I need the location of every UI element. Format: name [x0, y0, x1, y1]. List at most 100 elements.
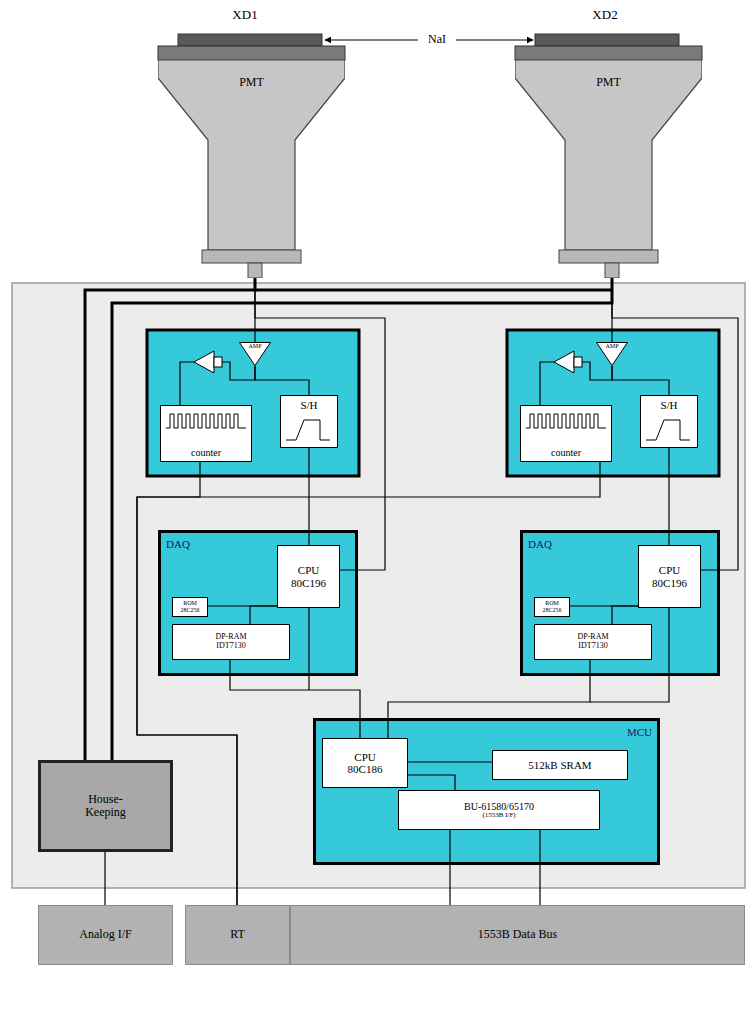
signal-wire [408, 775, 455, 790]
signal-wire [104, 852, 105, 905]
shaper-symbol [554, 351, 574, 373]
node-text: DAQ [528, 538, 552, 550]
node-text: AMP [605, 343, 618, 350]
node-text: PMT [239, 76, 264, 89]
crystal-plate [515, 46, 702, 60]
node-text: 512kB SRAM [528, 759, 591, 771]
signal-wire [250, 606, 277, 624]
tube-outline [158, 60, 345, 278]
node-text: counter [191, 447, 221, 458]
interface-box: Analog I/F [38, 905, 173, 965]
tube-base [202, 250, 301, 263]
signal-wire [612, 366, 669, 395]
amplifier-symbol: AMP [596, 342, 628, 366]
signal-wire [449, 830, 450, 905]
memory-chip: ROM 28C256 [534, 597, 570, 617]
tube-outline [515, 60, 702, 278]
instrument-panel [12, 283, 745, 888]
triangle-body [597, 343, 628, 366]
node-text: ROM 28C256 [543, 600, 562, 613]
leader-line [325, 40, 418, 41]
sample-hold-fill [280, 395, 338, 448]
sample-hold-fill [640, 395, 698, 448]
photomultiplier-tube: PMT [158, 60, 345, 278]
nai-crystal [535, 34, 679, 46]
signal-wire [255, 289, 612, 292]
front-end-board [507, 330, 719, 476]
signal-wire [388, 660, 590, 738]
bus-interface-chip: BU-61580/65170(1553B I/F) [398, 790, 600, 830]
node-text: RT [230, 928, 245, 941]
tube-body [158, 60, 345, 250]
node-text: DP-RAM IDT7130 [209, 633, 254, 651]
node-text: DP-RAM IDT7130 [571, 633, 616, 651]
node-text: ROM 28C256 [181, 600, 200, 613]
interface-box: RT [185, 905, 290, 965]
counter-fill [520, 405, 612, 462]
memory-chip: ROM 28C256 [172, 597, 208, 617]
signal-wire [137, 462, 600, 905]
node-text: House-Keeping [76, 793, 136, 819]
node-text: AMP [248, 343, 261, 350]
cpu-chip: CPU 80C196 [277, 545, 340, 608]
tube-body [515, 60, 702, 250]
tube-base [559, 250, 658, 263]
data-bus-box: 1553B Data Bus [290, 905, 745, 965]
signal-wire [255, 366, 309, 395]
node-text: MCU [627, 726, 652, 738]
signal-wire [255, 278, 385, 570]
node-text: (1553B I/F) [482, 812, 515, 820]
pulse-train-symbol [166, 414, 246, 428]
bus-wire [308, 608, 309, 690]
daq-board: DAQ ROM 28C256 CPU 80C196DP-RAM IDT7130 [520, 530, 720, 676]
leader-line [456, 40, 533, 41]
signal-wire [408, 761, 492, 762]
daq-board: DAQ ROM 28C256 CPU 80C196DP-RAM IDT7130 [158, 530, 358, 676]
detector-label: XD2 [592, 8, 617, 22]
node-text: Analog I/F [79, 928, 131, 941]
sample-hold-box: S/H [280, 395, 338, 448]
node-text: CPU 80C196 [291, 564, 326, 588]
triangle-body [240, 343, 271, 366]
node-text: BU-61580/65170 [464, 801, 534, 812]
signal-wire [612, 606, 638, 624]
node-text: PMT [596, 76, 621, 89]
cpu-chip: CPU 80C196 [638, 545, 701, 608]
bus-wire [539, 830, 540, 905]
tube-connector [605, 263, 619, 278]
memory-chip: 512kB SRAM [492, 750, 628, 780]
node-text: counter [551, 447, 581, 458]
shaper-symbol [574, 357, 582, 367]
photomultiplier-tube: PMT [515, 60, 702, 278]
memory-chip: DP-RAM IDT7130 [172, 624, 290, 660]
mcu-board: MCU CPU 80C186 512kB SRAM BU-61580/65170(15… [313, 718, 660, 865]
housekeeping-box: House-Keeping [38, 760, 173, 852]
material-label: NaI [428, 33, 446, 46]
shaper-symbol [214, 357, 222, 367]
node-text: S/H [660, 399, 677, 411]
sample-hold-box: S/H [640, 395, 698, 448]
node-text: CPU 80C186 [348, 751, 383, 775]
daq-fill [158, 530, 358, 676]
detector-label: XD1 [232, 8, 257, 22]
nai-crystal [178, 34, 322, 46]
signal-wire [540, 362, 612, 405]
node-text: S/H [300, 399, 317, 411]
shaper-symbol [194, 351, 214, 373]
front-end-board [147, 330, 359, 476]
node-text: 1553B Data Bus [478, 928, 557, 941]
signal-wire [612, 278, 738, 570]
counter-box: counter [520, 405, 612, 462]
amplifier-symbol: AMP [239, 342, 271, 366]
crystal-plate [158, 46, 345, 60]
signal-wire [180, 362, 255, 405]
pulse-train-symbol [526, 414, 606, 428]
cpu-chip: CPU 80C186 [322, 738, 408, 788]
counter-fill [160, 405, 252, 462]
node-text: DAQ [166, 538, 190, 550]
signal-wire [230, 660, 360, 738]
node-text: CPU 80C196 [652, 564, 687, 588]
memory-chip: DP-RAM IDT7130 [534, 624, 652, 660]
hold-pulse-symbol [286, 420, 330, 440]
